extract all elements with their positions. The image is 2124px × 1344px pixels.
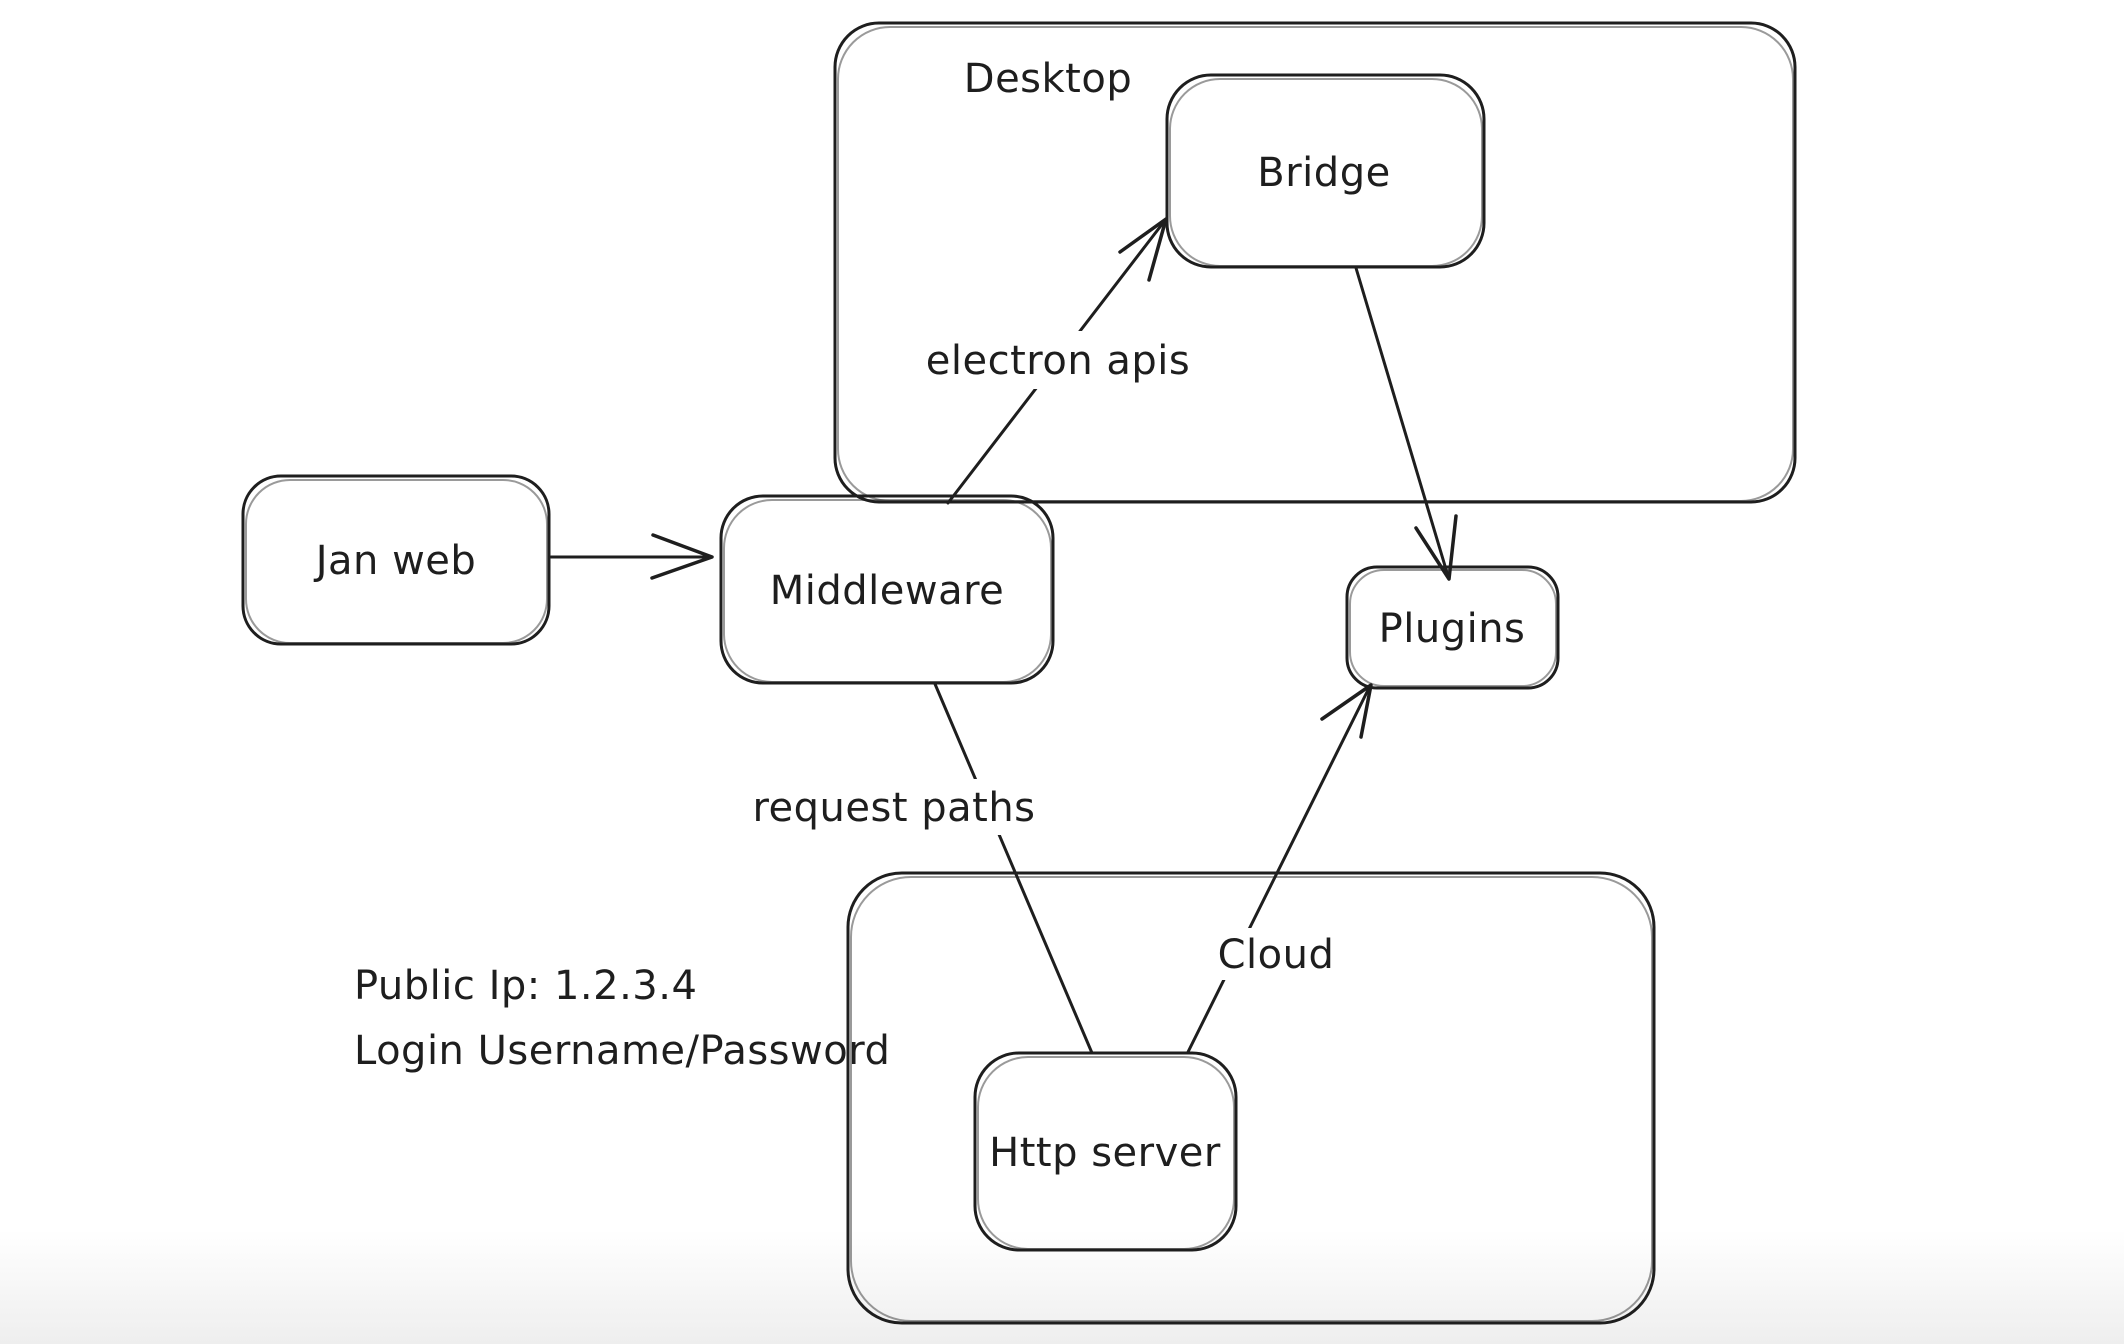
line-middleware-to-httpserver-line xyxy=(933,682,1094,1055)
plugins-box-sketch-stroke xyxy=(1349,569,1557,687)
edge-label-electron-apis[interactable]: electron apis xyxy=(918,331,1200,389)
cloud-container-label: Cloud xyxy=(1218,932,1335,978)
electron-apis-label-mask xyxy=(918,331,1200,389)
arrow-bridge-to-plugins-head xyxy=(1414,514,1458,581)
cloud-container-box xyxy=(846,871,1656,1325)
middleware-label: Middleware xyxy=(770,568,1005,614)
jan-web-label: Jan web xyxy=(313,538,477,584)
plugins-box xyxy=(1345,565,1560,690)
line-middleware-to-httpserver[interactable] xyxy=(933,682,1094,1055)
http-server-box xyxy=(973,1051,1238,1252)
request-paths-label: request paths xyxy=(752,785,1035,831)
middleware-box xyxy=(719,494,1055,685)
edge-label-request-paths[interactable]: request paths xyxy=(742,779,1046,835)
arrow-bridge-to-plugins-line xyxy=(1354,266,1450,578)
cloud-container-box-sketch-stroke xyxy=(850,876,1653,1322)
node-jan-web[interactable]: Jan web xyxy=(241,474,551,646)
node-middleware[interactable]: Middleware xyxy=(719,494,1055,685)
node-bridge[interactable]: Bridge xyxy=(1165,73,1486,269)
arrow-httpserver-to-plugins-head xyxy=(1320,683,1373,739)
container-desktop[interactable]: Desktop xyxy=(833,21,1797,504)
note-public-ip-line1: Public Ip: 1.2.3.4 xyxy=(354,963,697,1009)
arrow-janweb-to-middleware-head xyxy=(650,533,714,580)
bridge-box-sketch-stroke xyxy=(1169,78,1483,267)
cloud-label-mask xyxy=(1212,928,1344,980)
electron-apis-label: electron apis xyxy=(926,338,1190,384)
plugins-label: Plugins xyxy=(1379,606,1526,652)
node-http-server[interactable]: Http server xyxy=(973,1051,1238,1252)
node-plugins[interactable]: Plugins xyxy=(1345,565,1560,690)
desktop-container-box-sketch-stroke xyxy=(837,26,1794,502)
bridge-box xyxy=(1165,73,1486,269)
jan-web-box xyxy=(241,474,551,646)
request-paths-label-mask xyxy=(742,779,1046,835)
desktop-container-label: Desktop xyxy=(964,56,1132,102)
note-public-ip-line2: Login Username/Password xyxy=(354,1028,890,1074)
arrow-httpserver-to-plugins-line xyxy=(1186,686,1371,1054)
http-server-box-sketch-stroke xyxy=(977,1056,1235,1250)
note-public-ip[interactable]: Public Ip: 1.2.3.4 Login Username/Passwo… xyxy=(354,963,890,1074)
arrow-httpserver-to-plugins[interactable] xyxy=(1186,683,1373,1054)
cloud-label-group[interactable]: Cloud xyxy=(1212,928,1344,980)
jan-web-box-sketch-stroke xyxy=(245,479,548,644)
arrow-janweb-to-middleware[interactable] xyxy=(549,533,714,580)
middleware-box-sketch-stroke xyxy=(723,499,1052,683)
http-server-label: Http server xyxy=(989,1130,1221,1176)
desktop-container-box xyxy=(833,21,1797,504)
arrow-bridge-to-plugins[interactable] xyxy=(1354,266,1458,581)
bridge-label: Bridge xyxy=(1257,150,1390,196)
container-cloud[interactable] xyxy=(846,871,1656,1325)
